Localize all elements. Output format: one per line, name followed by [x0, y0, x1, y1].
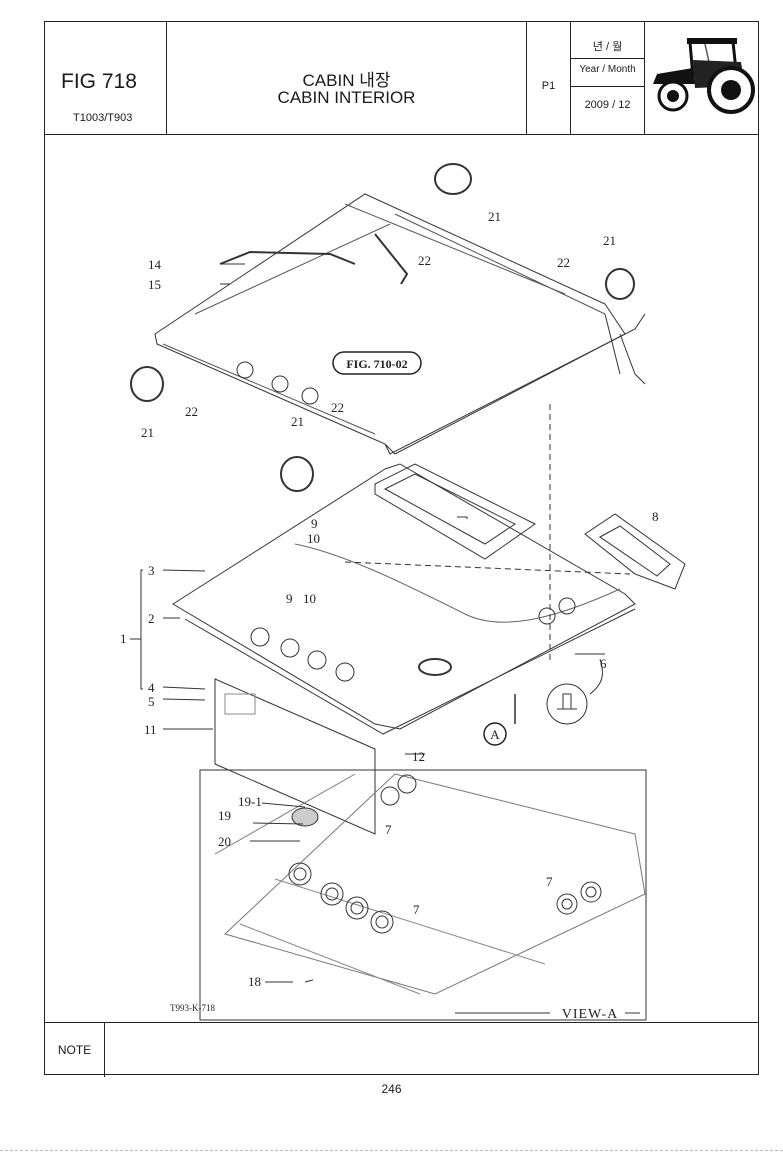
- callout-21d: 21: [291, 414, 304, 429]
- title-cell: CABIN 내장 CABIN INTERIOR: [167, 22, 527, 134]
- parts-sheet: FIG 718 T1003/T903 CABIN 내장 CABIN INTERI…: [44, 21, 759, 1077]
- callout-9b: 9: [286, 591, 293, 606]
- callout-7b: 7: [546, 874, 553, 889]
- scan-artifact: [0, 1150, 783, 1153]
- view-a-label: VIEW-A: [562, 1007, 619, 1022]
- callout-6: 6: [600, 656, 607, 671]
- date-cell: 년 / 월 Year / Month 2009 / 12: [571, 22, 645, 134]
- callout-22d: 22: [331, 400, 344, 415]
- callout-22a: 22: [418, 253, 431, 268]
- callout-3: 3: [148, 563, 155, 578]
- title-block: FIG 718 T1003/T903 CABIN 내장 CABIN INTERI…: [45, 22, 758, 135]
- callout-21b: 21: [603, 233, 616, 248]
- callout-21c: 21: [141, 425, 154, 440]
- year-month-korean: 년 / 월: [571, 38, 644, 59]
- callout-7c: 7: [413, 902, 420, 917]
- callout-10a: 10: [307, 531, 320, 546]
- callout-5: 5: [148, 694, 155, 709]
- fig-cell: FIG 718 T1003/T903: [45, 22, 167, 134]
- callout-11: 11: [144, 722, 157, 737]
- view-a-box: [199, 769, 647, 1021]
- callout-20: 20: [218, 834, 231, 849]
- tractor-icon: [653, 38, 755, 114]
- callout-18: 18: [248, 974, 261, 989]
- cabin-roof-frame: [154, 193, 626, 455]
- front-trim-panel: [214, 678, 376, 835]
- drawing-code: T993-K-718: [170, 1003, 215, 1013]
- fig-ref-label: FIG. 710-02: [346, 357, 407, 371]
- callout-1: 1: [120, 631, 127, 646]
- wire-harness: [219, 250, 356, 265]
- callout-19: 19: [218, 808, 231, 823]
- callout-14: 14: [148, 257, 162, 272]
- view-marker: A: [490, 727, 500, 742]
- roof-hatch-frame: [374, 463, 536, 560]
- year-month-english: Year / Month: [579, 64, 636, 75]
- page-code-cell: P1: [527, 22, 571, 134]
- fig-number: FIG 718: [61, 70, 137, 93]
- date-divider: [571, 86, 644, 87]
- title-english: CABIN INTERIOR: [277, 88, 416, 107]
- cabin-interior-diagram: FIG. 710-02 A VIEW-A T993-K-718 1 2 3 4 …: [120, 163, 686, 1022]
- note-label: NOTE: [45, 1023, 105, 1077]
- page-number: 246: [381, 1082, 402, 1096]
- callout-22b: 22: [557, 255, 570, 270]
- callout-12: 12: [412, 749, 425, 764]
- callout-7a: 7: [385, 822, 392, 837]
- callout-10b: 10: [303, 591, 316, 606]
- dome-lamp: [291, 807, 319, 827]
- callout-22c: 22: [185, 404, 198, 419]
- callout-2: 2: [148, 611, 155, 626]
- callout-15: 15: [148, 277, 161, 292]
- title-korean: CABIN 내장: [302, 71, 391, 90]
- headliner-panel: [172, 463, 636, 730]
- callout-21a: 21: [488, 209, 501, 224]
- callout-4: 4: [148, 680, 155, 695]
- callout-19-1: 19-1: [238, 794, 262, 809]
- model-number: T1003/T903: [73, 112, 133, 124]
- date-value: 2009 / 12: [584, 99, 631, 111]
- exploded-view-drawing: FIG. 710-02 A VIEW-A T993-K-718 1 2 3 4 …: [45, 134, 758, 1022]
- air-duct: [584, 513, 686, 590]
- logo-cell: [645, 22, 758, 134]
- callout-9a: 9: [311, 516, 318, 531]
- note-row: NOTE: [45, 1022, 758, 1077]
- page-code: P1: [541, 80, 556, 92]
- callout-8: 8: [652, 509, 659, 524]
